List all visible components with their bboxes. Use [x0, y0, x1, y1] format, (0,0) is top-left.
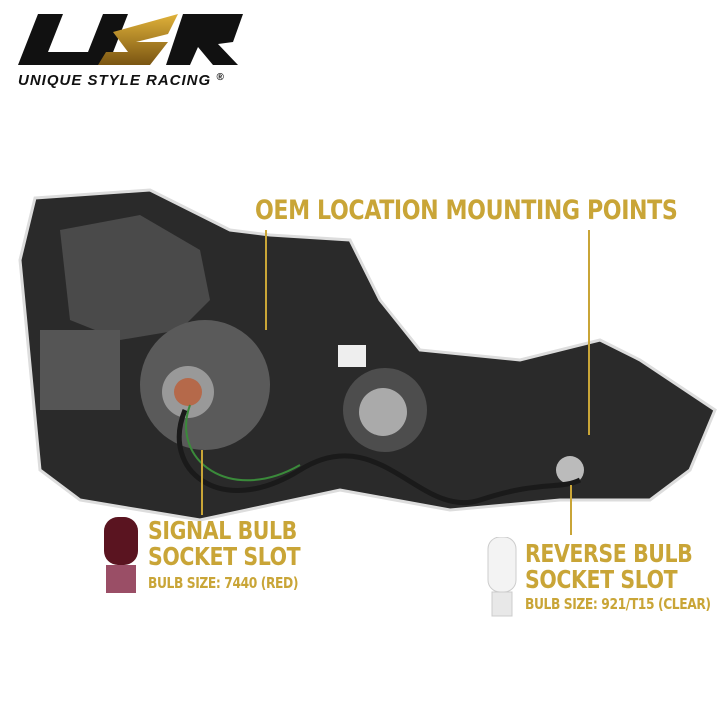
usr-logo-mark	[18, 14, 243, 65]
reverse-bulb-size: BULB SIZE: 921/T15 (CLEAR)	[525, 595, 711, 613]
center-bulb-socket	[359, 388, 407, 436]
wiring-harness	[176, 409, 582, 506]
clear-bulb-921-image	[487, 537, 517, 617]
usr-logo: UNIQUE STYLE RACING ®	[18, 12, 248, 89]
connector-plug	[338, 345, 366, 367]
signal-bulb-size: BULB SIZE: 7440 (RED)	[148, 574, 299, 592]
oem-mounting-label: OEM LOCATION MOUNTING POINTS	[255, 195, 678, 226]
reverse-bulb-socket	[556, 456, 584, 484]
red-bulb-7440-image	[104, 517, 138, 593]
logo-text: UNIQUE STYLE RACING ®	[18, 72, 225, 89]
